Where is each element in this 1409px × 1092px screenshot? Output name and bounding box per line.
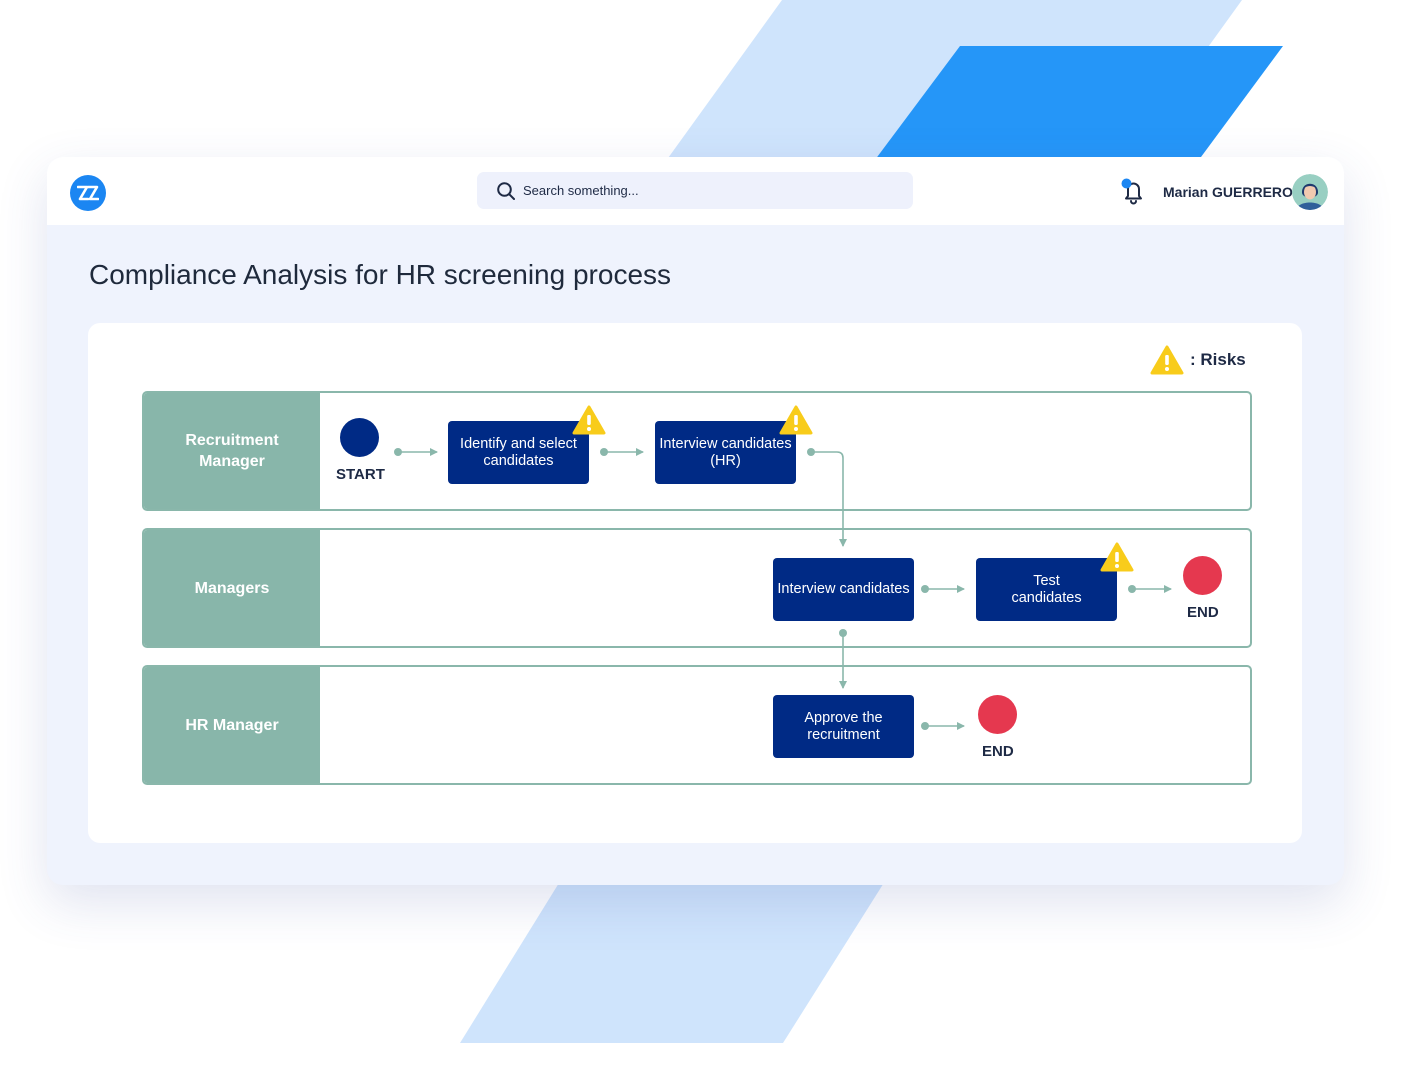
search-input[interactable] bbox=[523, 172, 903, 209]
deco-shape-bottom-light bbox=[460, 870, 892, 1043]
warning-icon[interactable] bbox=[572, 405, 606, 436]
user-name[interactable]: Marian GUERRERO bbox=[1163, 184, 1293, 200]
end-event-label: END bbox=[1187, 604, 1219, 621]
lane-hr-manager: HR Manager bbox=[142, 665, 1252, 785]
lane-label: Managers bbox=[144, 530, 320, 646]
warning-icon[interactable] bbox=[779, 405, 813, 436]
avatar[interactable] bbox=[1292, 174, 1328, 210]
page-title: Compliance Analysis for HR screening pro… bbox=[89, 259, 672, 290]
top-bar: Marian GUERRERO bbox=[47, 157, 1344, 225]
end-event-label: END bbox=[982, 743, 1014, 760]
task-interview-candidates[interactable]: Interview candidates bbox=[773, 558, 914, 621]
risk-legend: : Risks bbox=[1150, 343, 1246, 377]
task-approve-recruitment[interactable]: Approve the recruitment bbox=[773, 695, 914, 758]
end-event-managers[interactable] bbox=[1183, 556, 1222, 595]
zz-logo-icon[interactable] bbox=[70, 175, 106, 211]
task-test-candidates[interactable]: Test candidates bbox=[976, 558, 1117, 621]
lane-label: HR Manager bbox=[144, 667, 320, 783]
task-identify-select-candidates[interactable]: Identify and select candidates bbox=[448, 421, 589, 484]
app-window: Marian GUERRERO Compliance Analysis for … bbox=[47, 157, 1344, 885]
start-event-label: START bbox=[336, 466, 385, 483]
search-icon bbox=[497, 182, 515, 200]
risk-legend-label: : Risks bbox=[1190, 350, 1246, 369]
end-event-hr-manager[interactable] bbox=[978, 695, 1017, 734]
notification-bell-icon[interactable] bbox=[1120, 177, 1146, 205]
process-diagram-card: : Risks Recruitment Manager Managers HR … bbox=[88, 323, 1302, 843]
warning-icon bbox=[1150, 345, 1184, 374]
warning-icon[interactable] bbox=[1100, 542, 1134, 573]
task-interview-candidates-hr[interactable]: Interview candidates (HR) bbox=[655, 421, 796, 484]
notification-dot bbox=[1121, 178, 1132, 189]
deco-shape-top-blue bbox=[860, 46, 1283, 180]
start-event[interactable] bbox=[340, 418, 379, 457]
search-bar[interactable] bbox=[477, 172, 913, 209]
lane-label: Recruitment Manager bbox=[144, 393, 320, 509]
